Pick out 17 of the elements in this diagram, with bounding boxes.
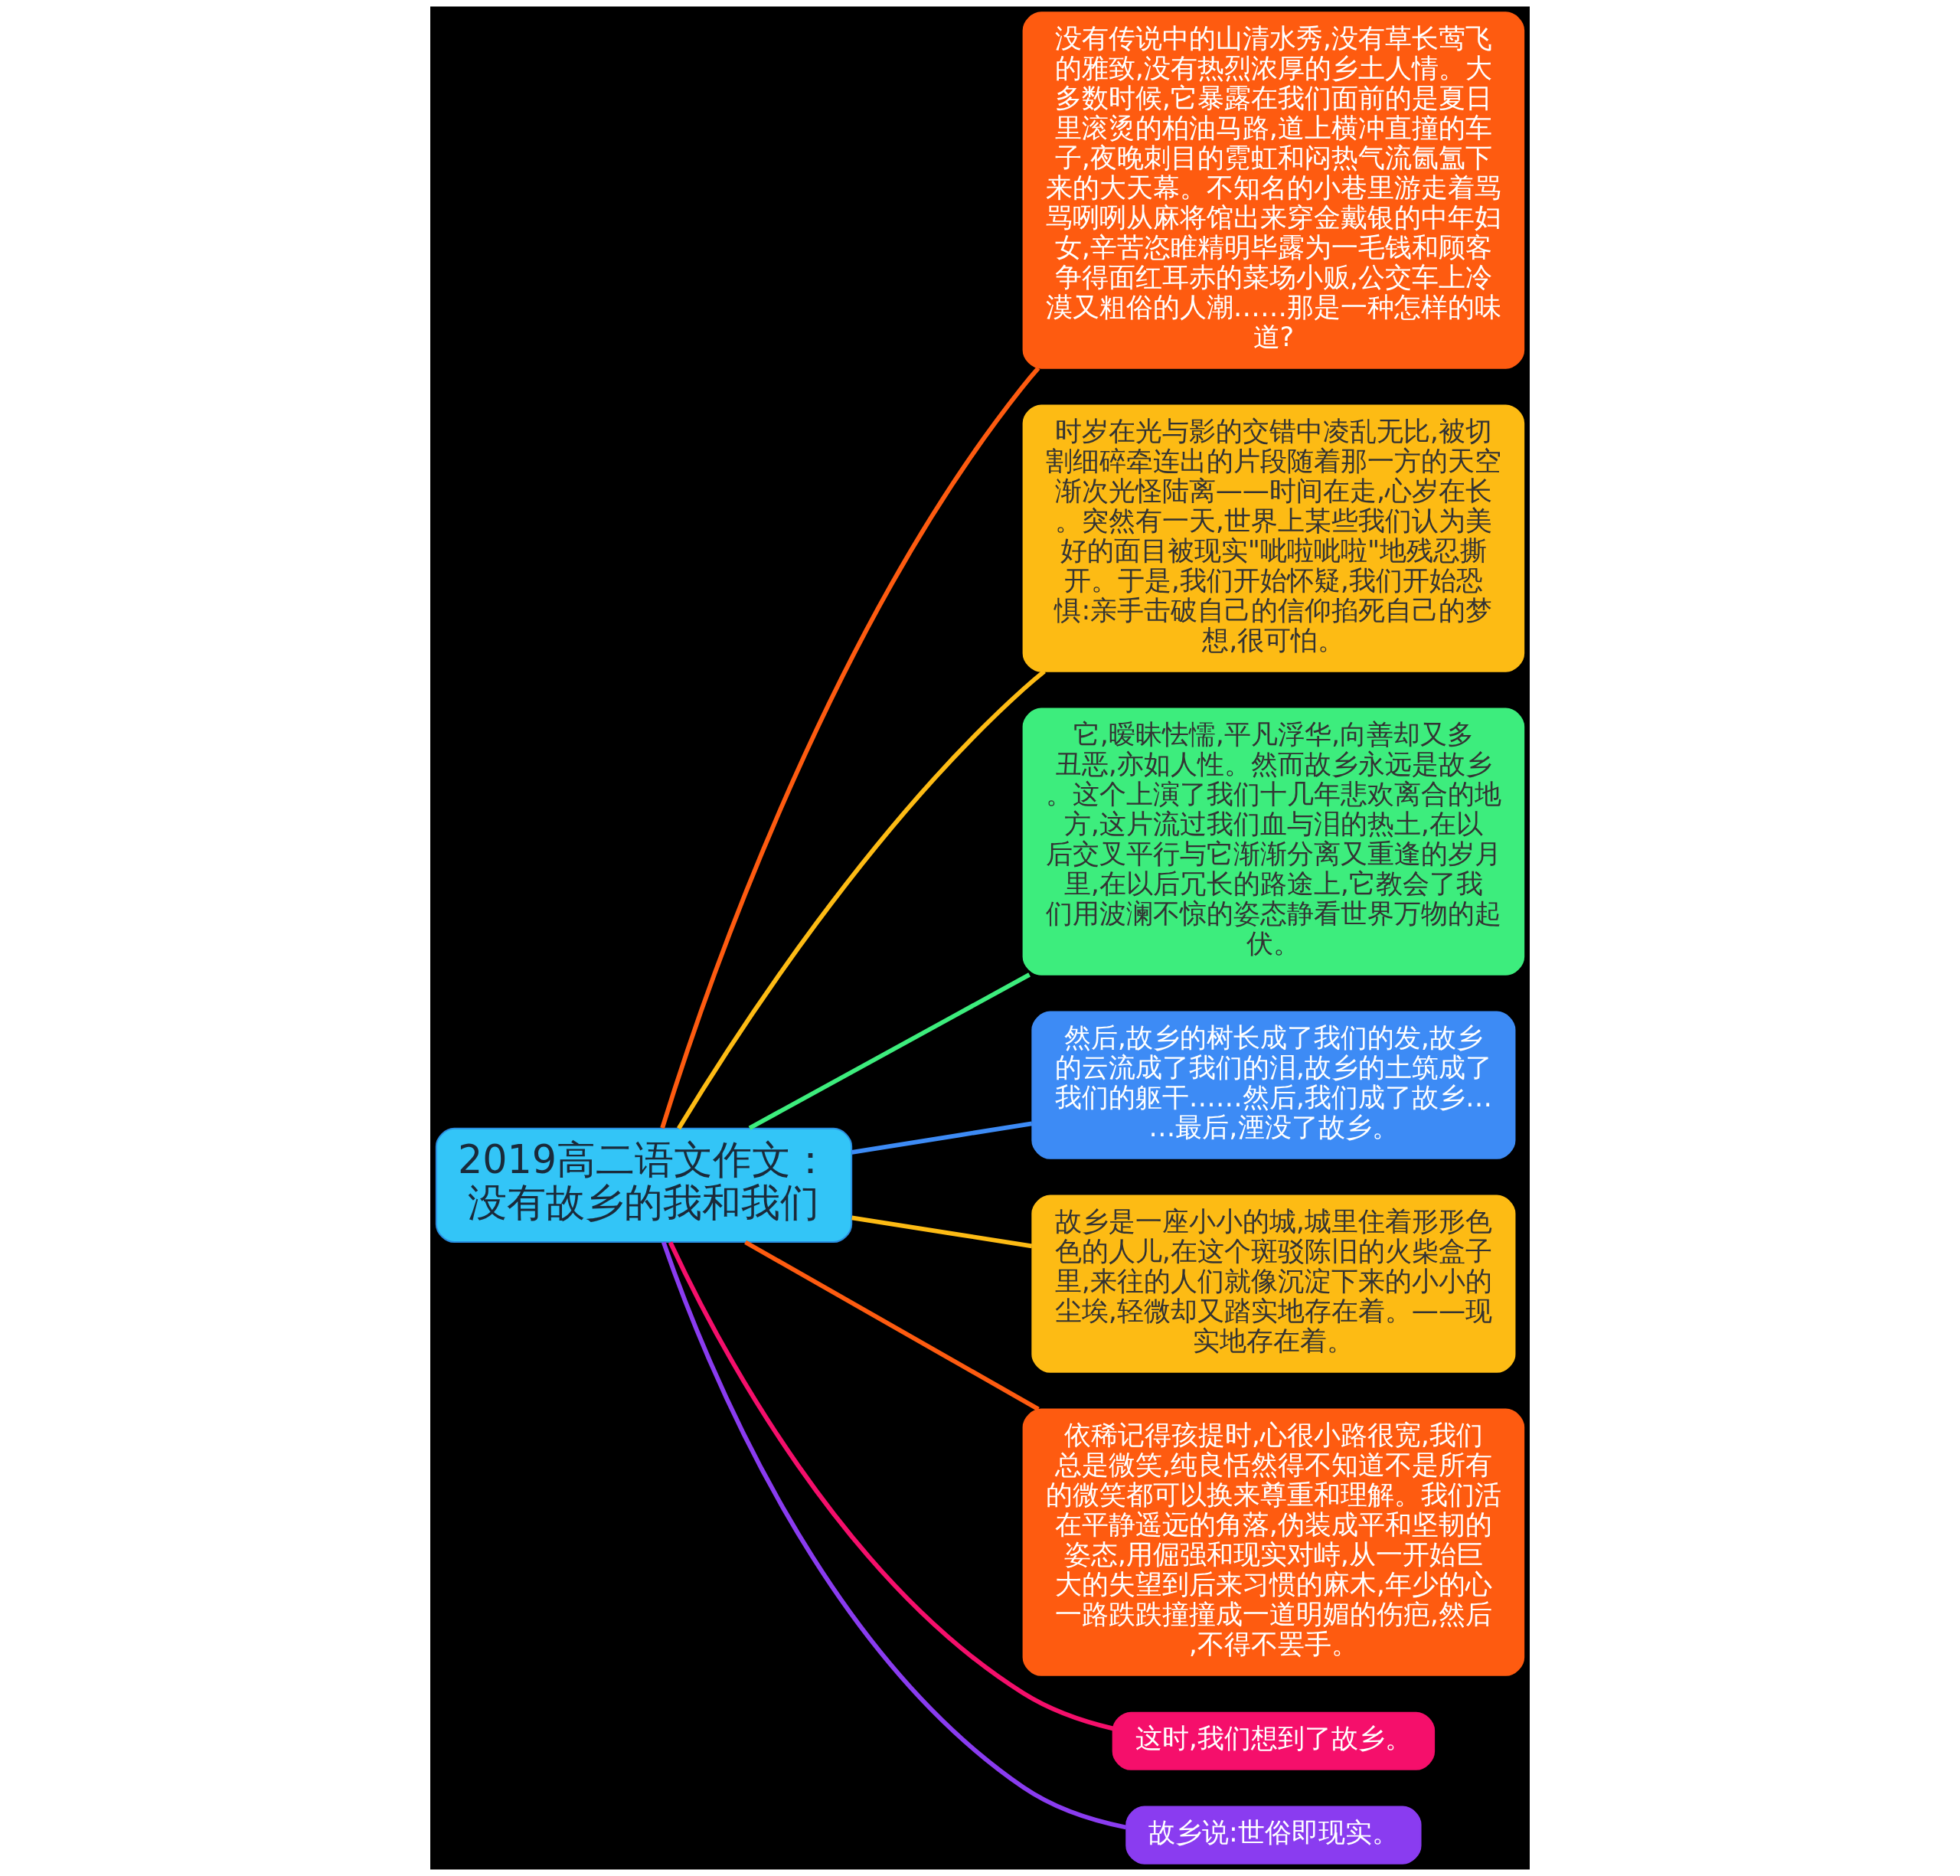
node-box: 依稀记得孩提时,心很小路很宽,我们总是微笑,纯良恬然得不知道不是所有的微笑都可以换来尊重和理解。我们活在平静遥远的角落,伪装成平和坚韧的姿态,用倔强和现实对峙,从一开始巨大的失望到后来习惯的麻木,年少的心一路跌跌撞撞成一道明媚的伤疤,然后,不得不罢手。 xyxy=(1022,1408,1525,1676)
connector xyxy=(677,669,1046,1130)
node-box: 这时,我们想到了故乡。 xyxy=(1112,1711,1436,1770)
connector xyxy=(748,972,1031,1130)
node-box: 时岁在光与影的交错中凌乱无比,被切割细碎牵连出的片段随着那一方的天空渐次光怪陆离——时间在走,心岁在长。突然有一天,世界上某些我们认为美好的面目被现实"呲啦呲啦"地残忍撕开。于是,我们开始怀疑,我们开始恐惧:亲手击破自己的信仰掐死自己的梦想,很可怕。 xyxy=(1022,404,1525,672)
connector xyxy=(851,1215,1033,1249)
node-box: 故乡是一座小小的城,城里住着形形色色的人儿,在这个斑驳陈旧的火柴盒子里,来往的人们就像沉淀下来的小小的尘埃,轻微却又踏实地存在着。——现实地存在着。 xyxy=(1031,1195,1516,1373)
connector xyxy=(851,1121,1033,1155)
connector xyxy=(660,366,1040,1129)
node-box: 2019高二语文作文：没有故乡的我和我们 xyxy=(435,1127,853,1244)
node-box: 故乡说:世俗即现实。 xyxy=(1125,1806,1422,1865)
node-box: 然后,故乡的树长成了我们的发,故乡的云流成了我们的泪,故乡的土筑成了我们的躯干……然后,我们成了故乡……最后,湮没了故乡。 xyxy=(1031,1011,1516,1159)
connector xyxy=(668,1241,1114,1731)
connector xyxy=(744,1240,1040,1411)
node-box: 没有传说中的山清水秀,没有草长莺飞的雅致,没有热烈浓厚的乡土人情。大多数时候,它暴露在我们面前的是夏日里滚烫的柏油马路,道上横冲直撞的车子,夜晚刺目的霓虹和闷热气流氤氲下来的大天幕。不知名的小巷里游走着骂骂咧咧从麻将馆出来穿金戴银的中年妇女,辛苦恣睢精明毕露为一毛钱和顾客争得面红耳赤的菜场小贩,公交车上冷漠又粗俗的人潮……那是一种怎样的味道? xyxy=(1022,11,1525,369)
connector xyxy=(661,1241,1127,1830)
node-box: 它,暧昧怯懦,平凡浮华,向善却又多丑恶,亦如人性。然而故乡永远是故乡。这个上演了我们十几年悲欢离合的地方,这片流过我们血与泪的热土,在以后交叉平行与它渐渐分离又重逢的岁月里,在以后冗长的路途上,它教会了我们用波澜不惊的姿态静看世界万物的起伏。 xyxy=(1022,708,1525,976)
